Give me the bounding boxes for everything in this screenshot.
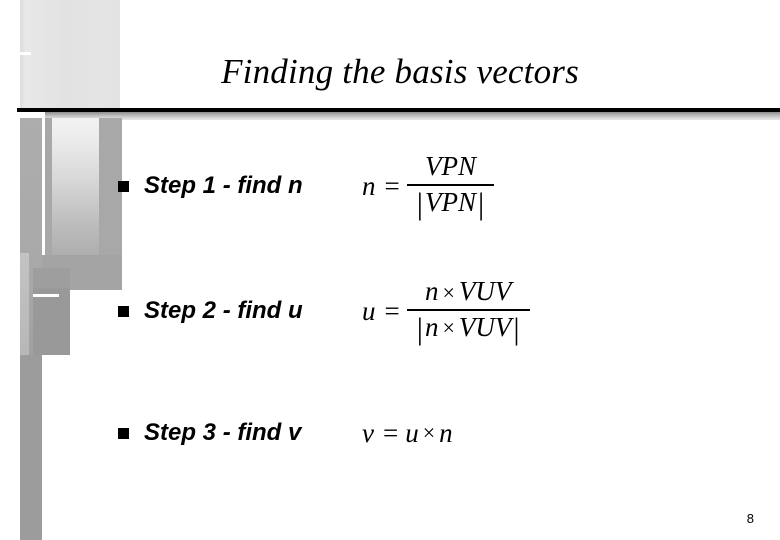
equation-2-abs: | n×VUV | — [415, 313, 522, 344]
equation-2-numerator: n×VUV — [417, 277, 519, 308]
equation-2-fraction-bar — [406, 308, 530, 311]
bullet-row-2: Step 2 - find u u = n×VUV | n×VUV | — [118, 277, 768, 344]
bullet-row-1: Step 1 - find n n = VPN | VPN | — [118, 152, 768, 219]
equation-step-1: n = VPN | VPN | — [362, 151, 495, 220]
header-decor-block — [20, 0, 120, 110]
cross-product-icon: × — [422, 420, 436, 445]
equation-1-abs: | VPN | — [415, 188, 486, 219]
equation-1-equals: = — [384, 170, 400, 201]
abs-pipe-left-icon: | — [416, 310, 423, 346]
cross-product-icon: × — [442, 315, 455, 341]
title-divider-shadow — [45, 112, 780, 120]
sidebar-decor-midblock-upper — [33, 268, 70, 290]
equation-1-fraction: VPN | VPN | — [406, 151, 495, 220]
title-divider-rule — [17, 108, 780, 112]
bullet-square-icon — [118, 427, 129, 439]
equation-2-denominator-right: VUV — [458, 312, 512, 343]
equation-1-numerator: VPN — [424, 151, 476, 182]
slide-title: Finding the basis vectors — [221, 52, 579, 91]
equation-step-2: u = n×VUV | n×VUV | — [362, 277, 530, 344]
bullet-label-step-2: Step 2 - find u — [144, 297, 303, 324]
bullet-square-icon — [118, 305, 129, 317]
abs-pipe-left-icon: | — [416, 185, 423, 221]
equation-1-denominator: | VPN | — [407, 186, 494, 220]
equation-1-fraction-bar — [406, 183, 495, 186]
equation-2-numerator-left: n — [424, 276, 439, 307]
sidebar-decor-tail — [20, 355, 42, 540]
equation-2-denominator: | n×VUV | — [407, 311, 530, 345]
header-decor-notch — [17, 52, 31, 55]
equation-step-3: v = u × n — [362, 418, 453, 449]
bullet-label-step-1: Step 1 - find n — [144, 172, 303, 199]
cross-product-icon: × — [442, 280, 455, 306]
abs-pipe-right-icon: | — [513, 310, 520, 346]
equation-3-left: u — [405, 417, 419, 448]
page-number: 8 — [746, 511, 754, 526]
sidebar-decor-midblock-lower — [33, 288, 70, 355]
equation-1-denominator-body: VPN — [424, 187, 476, 218]
bullet-label-step-3: Step 3 - find v — [144, 419, 302, 446]
bullet-row-3: Step 3 - find v v = u × n — [118, 408, 768, 458]
equation-2-denominator-left: n — [424, 312, 439, 343]
equation-2-numerator-right: VUV — [458, 276, 512, 307]
equation-3-right: n — [439, 417, 453, 448]
equation-2-lhs: u — [362, 295, 376, 326]
abs-pipe-right-icon: | — [477, 185, 485, 221]
header-decor-block-edge — [20, 0, 25, 110]
sidebar-decor-notch — [33, 294, 59, 297]
equation-3-lhs: v — [362, 417, 374, 448]
equation-3-equals: = — [382, 417, 399, 448]
equation-2-fraction: n×VUV | n×VUV | — [406, 277, 530, 345]
equation-2-equals: = — [384, 295, 400, 326]
bullet-square-icon — [118, 180, 129, 192]
equation-1-lhs: n — [362, 170, 376, 201]
